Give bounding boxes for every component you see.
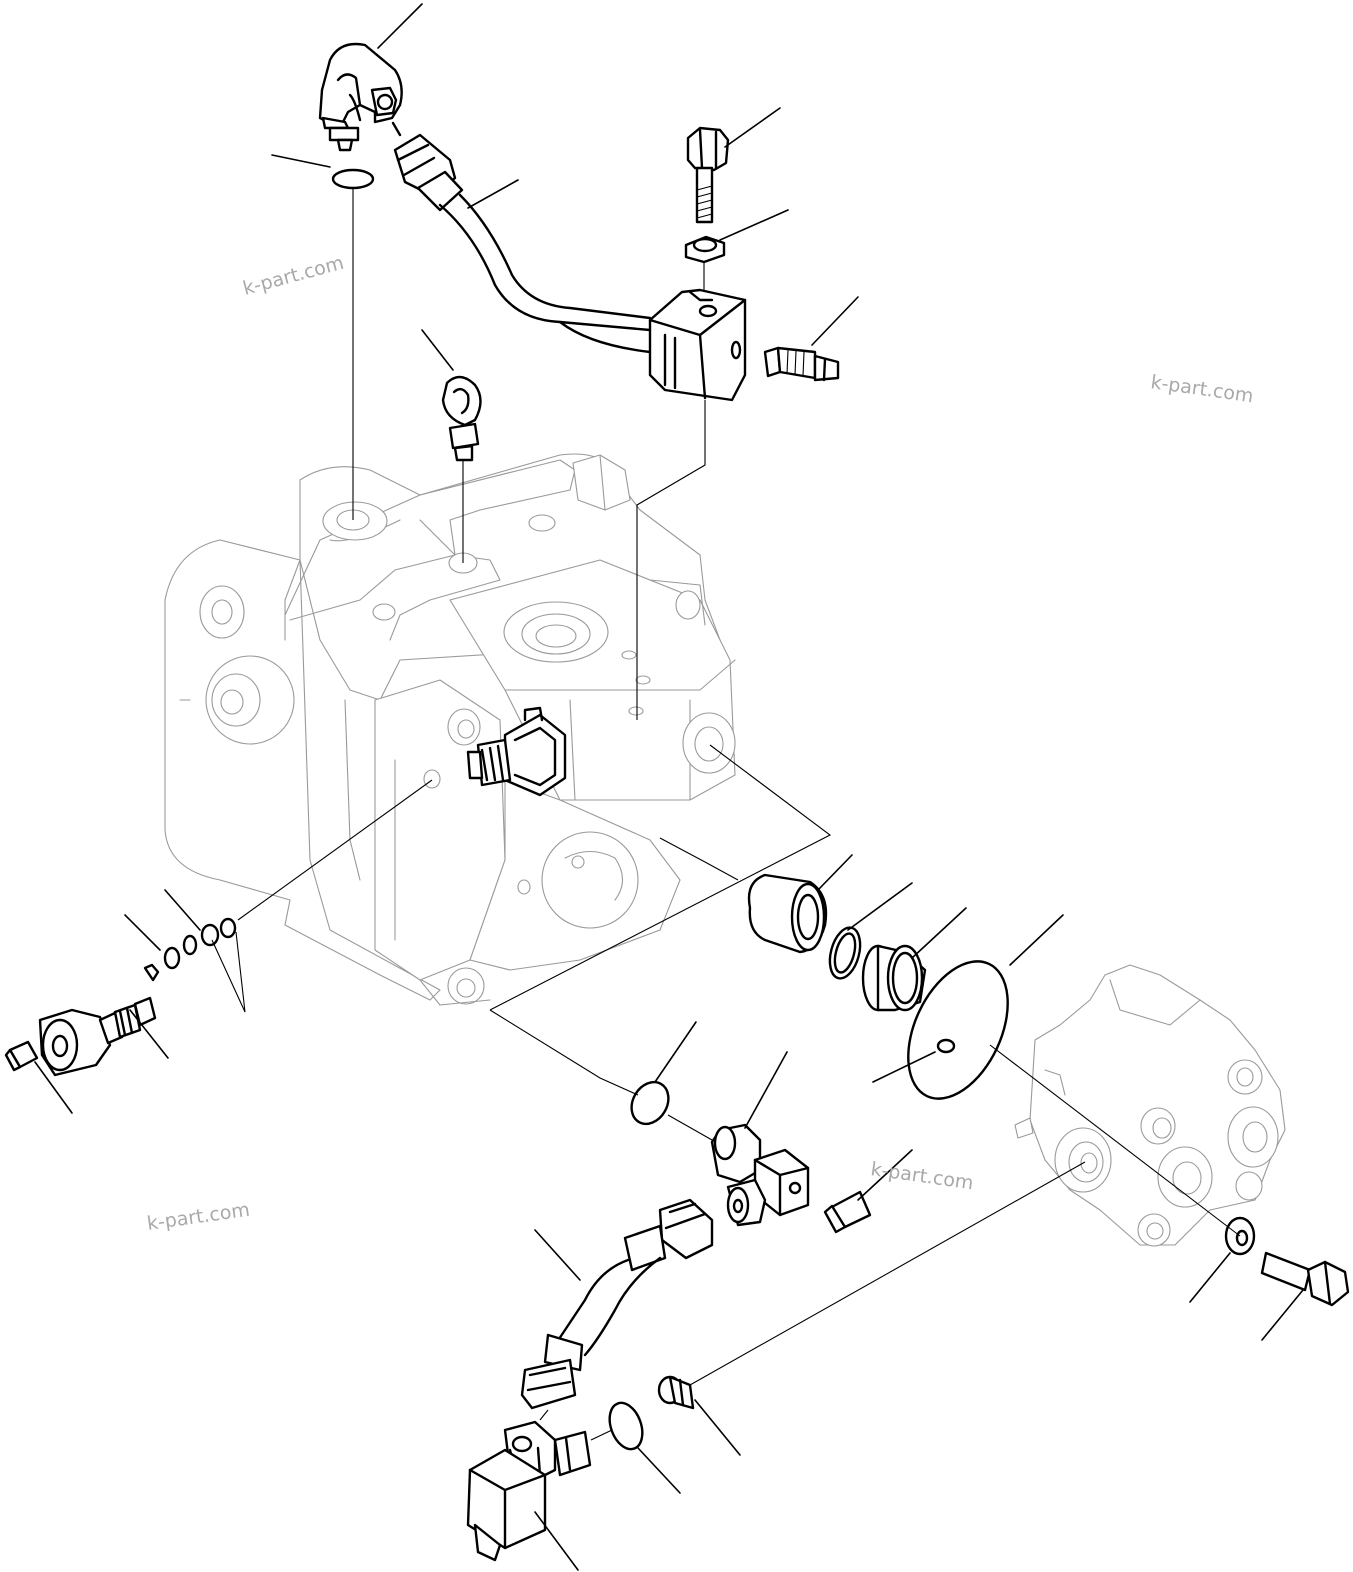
o-ring-left-3 xyxy=(219,917,237,939)
o-ring-top xyxy=(331,168,375,190)
upper-hose xyxy=(391,121,652,354)
gasket-ring xyxy=(907,960,1009,1100)
tee-fitting xyxy=(710,1123,810,1227)
bolt-upper xyxy=(686,126,730,224)
backup-ring-left xyxy=(182,934,198,956)
o-ring-lower-1 xyxy=(630,1080,670,1126)
main-pump-body xyxy=(164,453,736,1006)
valve-block-upper xyxy=(648,288,747,402)
leader-lines xyxy=(34,3,1304,1571)
coupling-sleeve xyxy=(747,873,828,954)
eye-bolt xyxy=(441,375,482,462)
watermark-bottom-left: k-part.com xyxy=(146,1199,252,1235)
washer-upper xyxy=(684,235,726,264)
plug-fitting-upper xyxy=(763,346,840,382)
bushing xyxy=(861,944,927,1012)
bolt-right xyxy=(1260,1251,1350,1307)
relief-valve-assembly xyxy=(38,963,160,1077)
elbow-fitting-top xyxy=(318,42,403,152)
watermark-top-left: k-part.com xyxy=(241,252,347,300)
gear-pump xyxy=(1014,964,1286,1247)
watermark-top-right: k-part.com xyxy=(1149,371,1255,407)
snap-ring xyxy=(828,926,862,980)
lower-hose xyxy=(520,1198,714,1410)
plug-lower-center xyxy=(823,1190,872,1234)
elbow-fitting-bottom xyxy=(466,1420,592,1562)
plug-left xyxy=(4,1040,39,1072)
o-ring-lower-2 xyxy=(608,1401,644,1451)
o-ring-left-1 xyxy=(163,946,181,970)
watermark-bottom-center: k-part.com xyxy=(869,1158,975,1194)
o-ring-left-2 xyxy=(200,923,220,947)
assembly-lines xyxy=(211,188,1241,1441)
plug-lower xyxy=(657,1375,695,1410)
